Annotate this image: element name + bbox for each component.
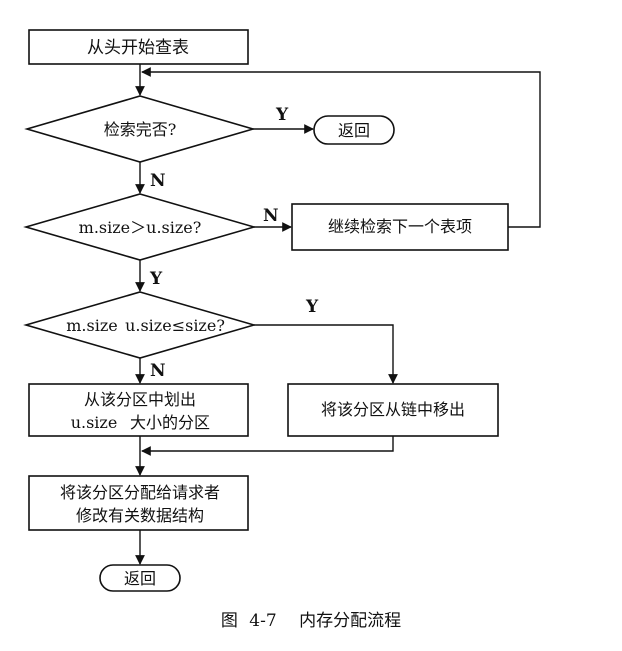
start-node: 从头开始查表 [28,29,249,65]
label-compare-yes: Y [149,269,163,289]
continue-search-node: 继续检索下一个表项 [291,203,509,251]
label-diff-no: N [150,361,166,381]
continue-search-label: 继续检索下一个表项 [328,217,472,236]
start-label: 从头开始查表 [87,38,189,58]
allocate-line1: 将该分区分配给请求者 [60,483,220,502]
size-compare-label: m.size＞u.size? [79,218,202,237]
label-done-no: N [150,171,166,191]
edge-diff-yes [254,324,398,384]
return-bottom-label: 返回 [124,569,156,588]
split-line1: 从该分区中划出 [84,390,196,409]
split-partition-node: 从该分区中划出 u.size 大小的分区 [28,383,249,437]
size-diff-label-right: u.size≤size? [125,316,225,335]
caption-label: 图 [220,611,238,631]
split-line2-left: u.size [71,413,118,432]
connectors [135,64,541,565]
check-done-label: 检索完否? [104,120,177,139]
edge-remove-to-merge [141,436,394,456]
label-done-yes: Y [275,105,289,125]
size-compare-decision: m.size＞u.size? [23,193,257,261]
return-top-label: 返回 [338,121,370,140]
check-done-decision: 检索完否? [24,95,256,163]
caption-title: 内存分配流程 [299,611,402,631]
size-diff-decision: m.size u.size≤size? [23,291,257,359]
size-diff-label-left: m.size [66,316,117,335]
return-top-node: 返回 [313,115,395,145]
allocate-line2: 修改有关数据结构 [76,506,204,525]
return-bottom-node: 返回 [99,564,181,592]
remove-from-chain-node: 将该分区从链中移出 [287,383,499,437]
caption-number: 4-7 [249,611,277,631]
remove-from-chain-label: 将该分区从链中移出 [321,400,465,419]
figure-caption: 图 4-7 内存分配流程 [0,606,622,631]
split-line2-right: 大小的分区 [130,413,210,432]
label-diff-yes: Y [305,297,319,317]
allocate-node: 将该分区分配给请求者 修改有关数据结构 [28,475,249,531]
label-compare-no: N [263,206,279,226]
edge-loop-back [141,67,541,228]
